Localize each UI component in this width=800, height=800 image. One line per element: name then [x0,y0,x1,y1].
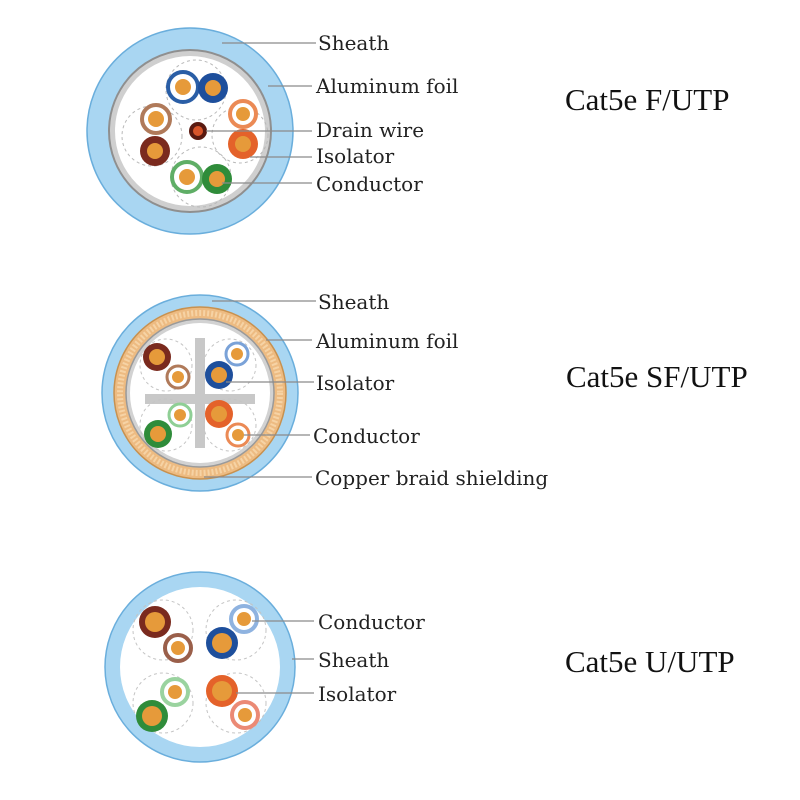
label-isolator: Isolator [316,144,395,168]
conductor-copper [205,80,221,96]
conductor-copper [179,169,195,185]
conductor-copper [172,371,184,383]
conductor-copper [211,406,227,422]
cable-f-utp: Sheath Aluminum foil Drain wire Isolator… [86,27,729,235]
conductor-copper [211,367,227,383]
cross-separator [145,394,255,404]
cross-separator [195,338,205,448]
label-drain-wire: Drain wire [316,118,424,142]
label-conductor: Conductor [316,172,423,196]
label-conductor: Conductor [318,610,425,634]
label-conductor: Conductor [313,424,420,448]
conductor-copper [174,409,186,421]
conductor-copper [145,612,165,632]
label-sheath: Sheath [318,290,389,314]
conductor-copper [168,685,182,699]
conductor-copper [171,641,185,655]
pair-separator-dashes [132,599,267,734]
label-copper-braid-shielding: Copper braid shielding [315,466,548,490]
label-sheath: Sheath [318,648,389,672]
conductor-copper [209,171,225,187]
conductor-copper [237,612,251,626]
conductor-copper [148,111,164,127]
diagram-title: Cat5e SF/UTP [566,359,748,394]
conductor-copper [147,143,163,159]
conductor-copper [212,633,232,653]
conductor-copper [142,706,162,726]
cable-sf-utp: Sheath Aluminum foil Isolator Conductor … [101,290,748,492]
label-aluminum-foil: Aluminum foil [315,74,458,98]
conductor-copper [231,348,243,360]
label-isolator: Isolator [318,682,397,706]
label-aluminum-foil: Aluminum foil [315,329,458,353]
label-sheath: Sheath [318,31,389,55]
conductor-copper [212,681,232,701]
conductor-copper [238,708,252,722]
drain-wire-core [193,126,203,136]
conductor-copper [232,429,244,441]
conductor-copper [149,349,165,365]
conductor-copper [236,107,250,121]
conductor-copper [235,136,251,152]
conductor-copper [150,426,166,442]
braid-texture [117,310,283,476]
pair-separator-dashes [139,338,257,452]
cable-u-utp: Conductor Sheath Isolator Cat5e U/UTP [104,571,735,763]
conductor-copper [175,79,191,95]
diagram-title: Cat5e F/UTP [565,82,729,117]
label-isolator: Isolator [316,371,395,395]
diagram-title: Cat5e U/UTP [565,644,735,679]
